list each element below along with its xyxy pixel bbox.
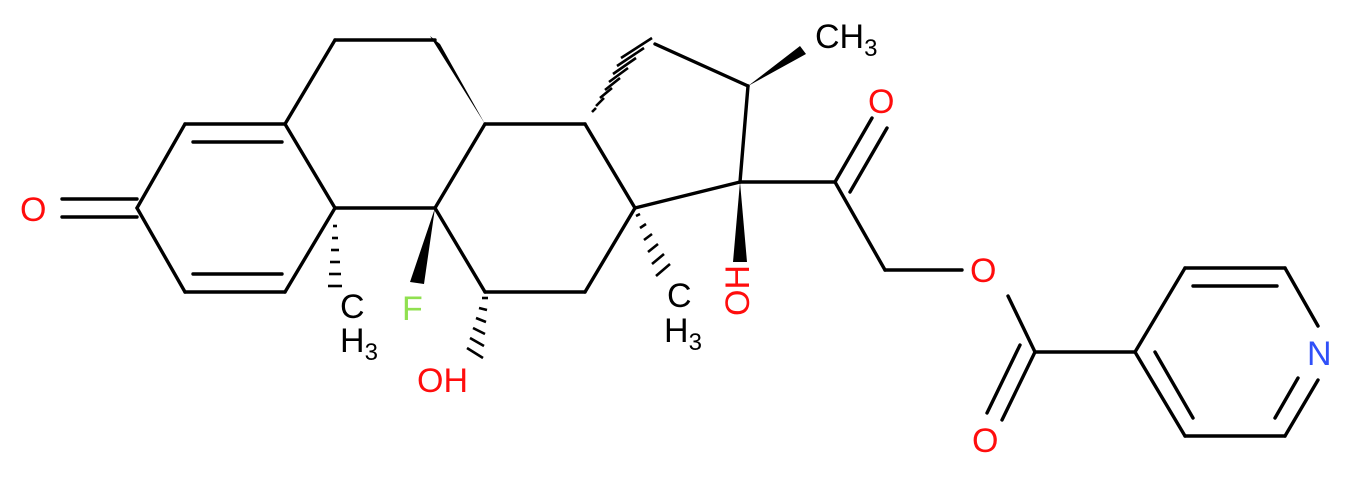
methyl-16-label: CH3 [815,18,877,62]
methyl-10-hydrogen-label: H3 [340,322,378,366]
hydroxyl-17-label: OH [719,265,757,316]
side-chain-ketone-oxygen-label: O [868,83,894,121]
pyridine-nitrogen-label: N [1307,335,1332,373]
atom-labels: O O O O N F OH OH CH3 C H3 C H3 [20,18,1332,460]
ketone-oxygen-label: O [20,191,46,229]
wedge-bonds [410,36,806,284]
hashed-bonds [328,36,671,360]
hydroxyl-11-label: OH [417,362,468,400]
bond-lines [60,38,1320,438]
fluorine-label: F [402,290,423,328]
methyl-13-carbon-label: C [667,277,692,315]
ester-oxygen-label: O [970,252,996,290]
carbonyl-oxygen-label: O [972,422,998,460]
methyl-10-carbon-label: C [340,288,365,326]
methyl-13-hydrogen-label: H3 [664,312,702,356]
